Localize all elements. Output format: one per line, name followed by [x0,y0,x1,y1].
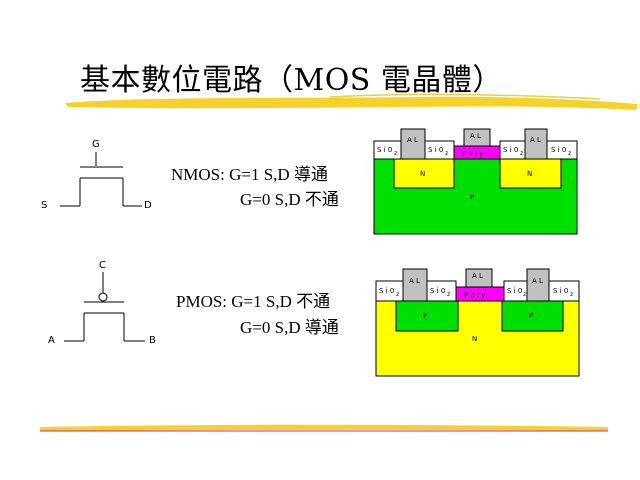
pmos-desc-line2: G=0 S,D 導通 [240,318,339,337]
pmos-desc-line1: PMOS: G=1 S,D 不通 [176,292,331,311]
nmos-sio2-label-3: S i 0 [503,146,518,154]
nmos-symbol: G S D [41,139,152,211]
nmos-sio2-label-4: S i 0 [551,146,566,154]
nmos-sio2-label-2: S i 0 [428,146,443,154]
nmos-p-label: P [470,193,474,201]
pmos-p-label-left: P [423,312,427,320]
title-underline [65,96,638,110]
pmos-cross-section: A L A L A L S i 0 2 S i 0 2 S i 0 2 S i … [375,268,580,377]
nmos-drain-label: D [144,200,152,211]
nmos-cross-section: A L A L A L S i 0 2 S i 0 2 S i 0 2 S i … [373,128,578,235]
pmos-p-well-right [501,300,564,332]
pmos-sio2-sub-1: 2 [396,292,399,298]
title-underline-shade [329,93,601,100]
bottom-divider [40,424,608,431]
pmos-sio2-label-3: S i 0 [507,287,522,295]
nmos-n-label-left: N [420,170,425,178]
pmos-sio2-label-1: S i 0 [379,287,394,295]
pmos-n-label: N [472,335,477,343]
nmos-gate-label: G [92,139,100,150]
pmos-p-label-right: P [529,312,533,320]
pmos-drain-label: B [149,335,156,346]
pmos-symbol: C A B [48,260,156,346]
pmos-poly-label: P o l y [464,291,485,299]
nmos-sio2-sub-1: 2 [394,151,397,157]
nmos-al-label-right: A L [530,136,541,144]
nmos-poly-label: P o l y [462,150,483,158]
pmos-p-well-left [395,300,459,332]
pmos-gate-label: C [99,260,106,271]
page-title: 基本數位電路（MOS 電晶體） [80,63,503,98]
nmos-al-mid [463,128,491,147]
nmos-al-label-mid: A L [470,132,481,140]
nmos-desc-line2: G=0 S,D 不通 [240,190,339,209]
pmos-al-label-left: A L [409,277,420,285]
pmos-sio2-sub-4: 2 [570,292,573,298]
nmos-sio2-sub-3: 2 [520,151,523,157]
nmos-sio2-sub-2: 2 [445,151,448,157]
nmos-source-label: S [41,200,47,211]
pmos-source-label: A [48,335,55,346]
nmos-al-left [400,128,426,160]
pmos-al-label-mid: A L [472,272,483,280]
pmos-sio2-sub-3: 2 [523,292,526,298]
nmos-al-right [524,128,548,160]
pmos-sio2-sub-2: 2 [447,292,450,298]
pmos-al-right [526,268,550,302]
pmos-al-label-right: A L [532,277,543,285]
nmos-n-label-right: N [527,170,532,178]
pmos-al-mid [465,268,493,288]
nmos-sio2-sub-4: 2 [568,151,571,157]
nmos-al-label-left: A L [407,136,418,144]
nmos-desc-line1: NMOS: G=1 S,D 導通 [171,165,328,184]
nmos-sio2-label-1: S i 0 [377,146,392,154]
pmos-sio2-label-4: S i 0 [553,287,568,295]
pmos-sio2-label-2: S i 0 [430,287,445,295]
pmos-al-left [402,268,428,302]
